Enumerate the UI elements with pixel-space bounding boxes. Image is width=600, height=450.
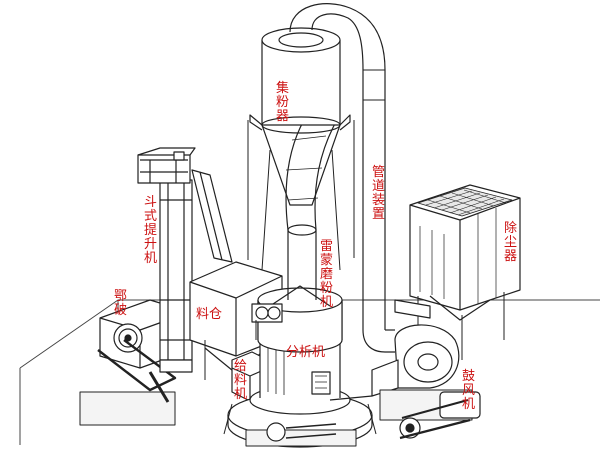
label-feeder: 给料机	[234, 359, 248, 402]
label-blower: 鼓风机	[462, 369, 476, 412]
label-dust-remover: 除尘器	[504, 221, 518, 264]
label-jaw-crusher: 鄂破	[114, 289, 128, 318]
bucket-elevator	[137, 147, 233, 373]
dust-remover	[394, 184, 521, 360]
label-elevator: 斗式提升机	[144, 195, 158, 266]
blower	[329, 324, 481, 440]
return-duct	[289, 3, 395, 353]
label-mill: 雷蒙磨粉机	[320, 239, 334, 310]
label-classifier: 分析机	[286, 345, 326, 360]
cyclone-collector	[247, 27, 355, 271]
label-duct: 管道装置	[372, 165, 386, 222]
mill-main-unit	[223, 340, 377, 448]
classifier	[251, 285, 343, 353]
label-silo: 料仓	[196, 307, 223, 322]
mill-drive	[266, 422, 337, 442]
label-collector: 集粉器	[276, 81, 290, 124]
